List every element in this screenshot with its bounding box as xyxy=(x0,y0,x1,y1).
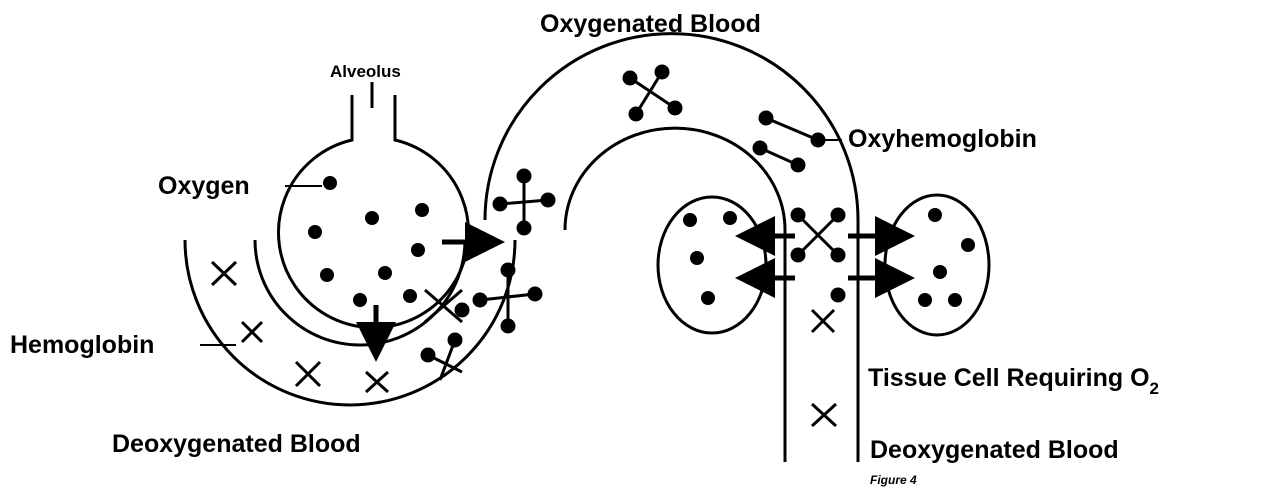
label-hemoglobin: Hemoglobin xyxy=(10,331,154,359)
label-deoxygenated-blood-left: Deoxygenated Blood xyxy=(112,430,361,458)
oxygen-molecules xyxy=(308,176,429,307)
label-oxygen: Oxygen xyxy=(158,172,250,200)
label-oxygenated-blood: Oxygenated Blood xyxy=(540,10,761,38)
figure-mark: Figure 4 xyxy=(870,473,917,487)
label-tissue-cell: Tissue Cell Requiring O2 xyxy=(868,364,1159,398)
label-alveolus: Alveolus xyxy=(330,62,401,81)
alveolus xyxy=(279,82,469,328)
label-deoxygenated-blood-right: Deoxygenated Blood xyxy=(870,436,1119,464)
hemoglobin-marks xyxy=(212,262,836,426)
tissue-cell-left xyxy=(658,197,766,333)
label-oxyhemoglobin: Oxyhemoglobin xyxy=(848,125,1037,153)
